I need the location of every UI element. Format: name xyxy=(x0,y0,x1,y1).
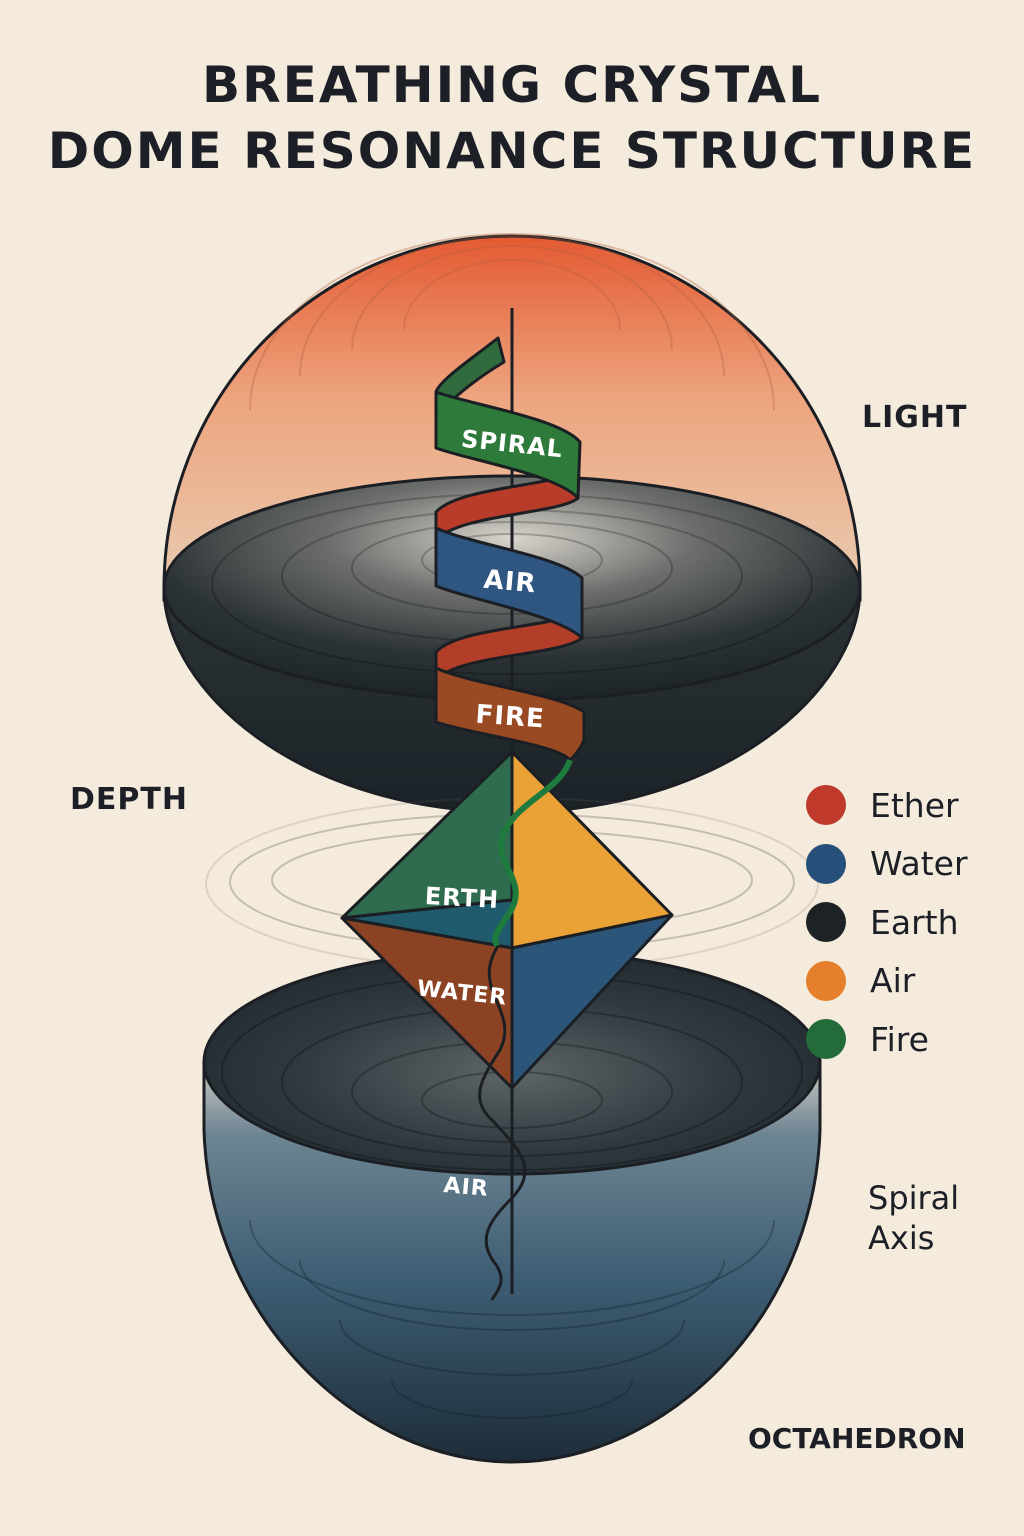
legend-item-fire: Fire xyxy=(806,1010,968,1069)
legend-label-fire: Fire xyxy=(870,1019,929,1059)
lower-bowl-rings xyxy=(249,1219,775,1419)
ribbon-spiral xyxy=(434,390,582,500)
band-label-air-lower: AIR xyxy=(442,1173,489,1202)
element-legend: Ether Water Earth Air Fire xyxy=(806,776,968,1069)
upper-dome-ripples xyxy=(249,233,775,411)
legend-swatch-ether xyxy=(806,785,846,826)
band-label-fire: FIRE xyxy=(474,700,545,735)
band-label-air-upper: AIR xyxy=(482,565,537,599)
legend-label-water: Water xyxy=(870,844,968,884)
legend-item-water: Water xyxy=(806,835,968,894)
legend-swatch-air xyxy=(806,960,846,1001)
band-label-erth: ERTH xyxy=(424,882,500,914)
ribbon-tail xyxy=(492,758,573,949)
legend-label-ether: Ether xyxy=(870,785,959,825)
spiral-ribbon xyxy=(434,336,586,949)
octahedron xyxy=(340,750,674,1090)
legend-label-earth: Earth xyxy=(870,902,959,942)
ribbon-air xyxy=(434,526,584,640)
legend-item-earth: Earth xyxy=(806,893,968,952)
label-spiral-axis-line-2: Axis xyxy=(868,1219,935,1257)
label-spiral-axis: Spiral Axis xyxy=(868,1178,959,1258)
ribbon-fire xyxy=(434,666,586,762)
legend-swatch-water xyxy=(806,843,846,884)
label-light: LIGHT xyxy=(862,400,968,435)
legend-item-ether: Ether xyxy=(806,776,968,835)
legend-item-air: Air xyxy=(806,952,968,1011)
title-line-2: DOME RESONANCE STRUCTURE xyxy=(47,122,977,180)
label-depth: DEPTH xyxy=(70,782,188,817)
legend-swatch-fire xyxy=(806,1019,846,1060)
label-spiral-axis-line-1: Spiral xyxy=(868,1179,960,1217)
legend-swatch-earth xyxy=(806,902,846,943)
lower-spiral-wire xyxy=(478,945,527,1301)
label-octahedron: OCTAHEDRON xyxy=(748,1422,966,1455)
legend-label-air: Air xyxy=(870,961,916,1001)
diagram-title: BREATHING CRYSTAL DOME RESONANCE STRUCTU… xyxy=(0,52,1024,184)
title-line-1: BREATHING CRYSTAL xyxy=(202,56,822,114)
